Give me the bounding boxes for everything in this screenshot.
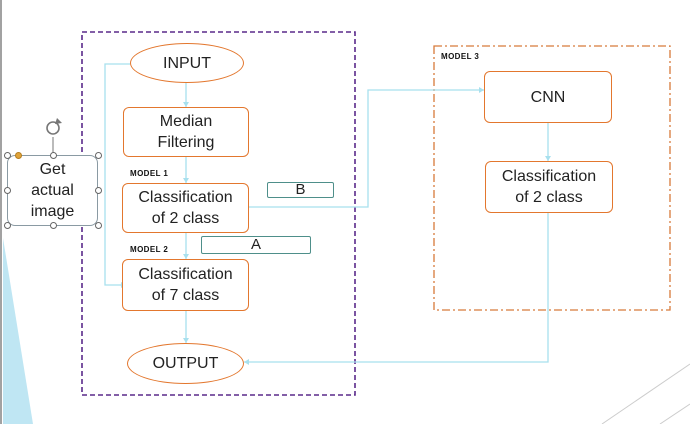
resize-handle-right[interactable] (95, 187, 102, 194)
resize-handle-bottom[interactable] (50, 222, 57, 229)
cnn-node[interactable]: CNN (484, 71, 612, 123)
resize-handle-bottom-right[interactable] (95, 222, 102, 229)
rotate-handle-icon[interactable] (46, 118, 62, 135)
classification-2-class-label: Classification of 2 class (138, 189, 233, 227)
model2-label: MODEL 2 (130, 245, 169, 254)
output-node[interactable]: OUTPUT (127, 343, 244, 384)
arrowhead-cnn (479, 87, 484, 93)
input-node-label: INPUT (163, 54, 211, 72)
model3-container (433, 45, 671, 311)
connector-input-to-classify7 (104, 63, 130, 286)
arrowhead-classify2-right (545, 156, 551, 161)
output-node-label: OUTPUT (152, 355, 219, 372)
slide-decoration-line-2 (659, 403, 690, 424)
tag-b[interactable]: B (267, 182, 334, 198)
resize-handle-top[interactable] (50, 152, 57, 159)
arrowhead-median (183, 102, 189, 107)
model3-label: MODEL 3 (441, 52, 480, 61)
tag-a[interactable]: A (201, 236, 311, 254)
resize-handle-top-right[interactable] (95, 152, 102, 159)
resize-handle-left[interactable] (4, 187, 11, 194)
arrowhead-classify7-top (183, 254, 189, 259)
get-actual-image-label: Get actual image (30, 161, 75, 220)
slide-decoration-line-1 (601, 363, 690, 424)
adjust-handle[interactable] (15, 152, 22, 159)
resize-handle-bottom-left[interactable] (4, 222, 11, 229)
arrowhead-classify2 (183, 178, 189, 183)
slide-decoration-triangle (3, 238, 33, 424)
connector-model3-to-output (244, 212, 549, 363)
classification-7-class-label: Classification of 7 class (138, 266, 233, 304)
input-node[interactable]: INPUT (130, 43, 244, 83)
arrowhead-output-right (244, 359, 249, 365)
get-actual-image-textbox[interactable]: Get actual image (7, 155, 98, 226)
classification-2-class-right-label: Classification of 2 class (501, 168, 597, 206)
median-filtering-label: Median Filtering (157, 113, 215, 151)
classification-7-class-node[interactable]: Classification of 7 class (122, 259, 249, 311)
arrowhead-output (183, 338, 189, 343)
model1-label: MODEL 1 (130, 169, 169, 178)
connector-classify2-to-cnn (249, 89, 484, 208)
classification-2-class-right-node[interactable]: Classification of 2 class (485, 161, 613, 213)
resize-handle-top-left[interactable] (4, 152, 11, 159)
cnn-node-label: CNN (530, 88, 566, 106)
classification-2-class-node[interactable]: Classification of 2 class (122, 183, 249, 233)
median-filtering-node[interactable]: Median Filtering (123, 107, 249, 157)
